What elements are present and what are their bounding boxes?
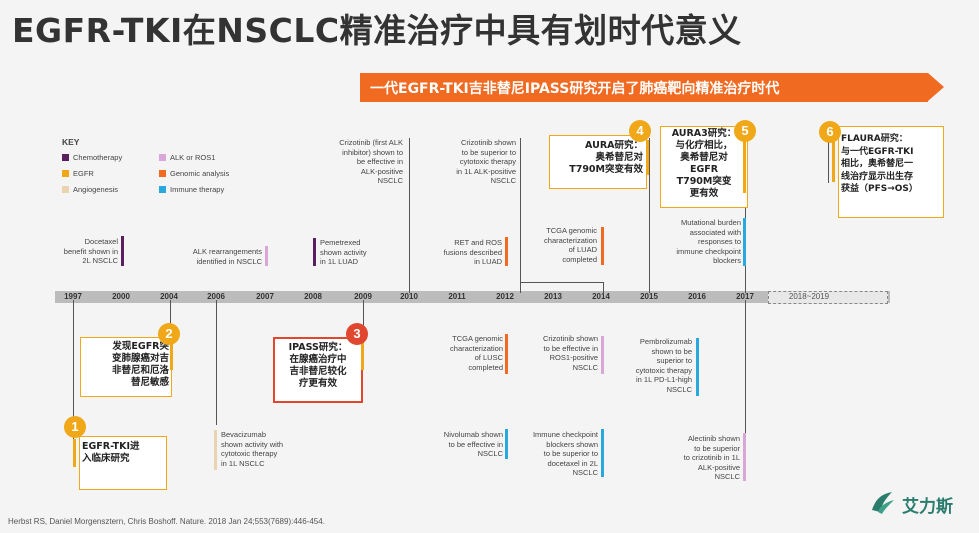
connector-2012 [520,138,521,293]
year-label: 2015 [640,292,658,301]
marker-callout-3 [361,340,364,370]
connector-2017-down [745,300,746,435]
page-title: EGFR-TKI在NSCLC精准治疗中具有划时代意义 [12,11,742,50]
marker-tcga-luad [601,227,604,265]
connector-2010 [409,138,410,293]
legend-title: KEY [62,137,80,147]
marker-callout-6 [832,138,835,182]
ipass-banner: 一代EGFR-TKI吉非替尼IPASS研究开启了肺癌靶向精准治疗时代 [360,73,944,102]
callout-4-badge: 4 [629,120,651,142]
year-label: 2014 [592,292,610,301]
future-range [768,291,888,304]
legend-item-genomic: Genomic analysis [159,169,229,178]
event-alk-rearrangements: ALK rearrangements identified in NSCLC [192,247,262,266]
year-label: 2009 [354,292,372,301]
event-crizotinib-ros1: Crizotinib shown to be effective in ROS1… [542,334,598,372]
marker-callout-2 [170,340,173,370]
citation: Herbst RS, Daniel Morgensztern, Chris Bo… [8,517,325,526]
aileisi-logo-icon [872,492,894,514]
callout-5-badge: 5 [734,120,756,142]
marker-bevacizumab [214,430,217,470]
event-immune-checkpoint: Immune checkpoint blockers shown to be s… [532,430,598,477]
callout-6-text: FLAURA研究： 与一代EGFR-TKI 相比，奥希替尼一 线治疗显示出生存 … [838,126,944,218]
marker-alk-rearrangements [265,246,268,266]
callout-3-text: IPASS研究： 在腺癌治疗中 吉非替尼较化 疗更有效 [273,337,363,403]
connector-2004 [170,300,171,342]
year-label: 2000 [112,292,130,301]
year-label: 2006 [207,292,225,301]
year-label: 2013 [544,292,562,301]
banner-text: 一代EGFR-TKI吉非替尼IPASS研究开启了肺癌靶向精准治疗时代 [370,81,780,97]
year-label: 2010 [400,292,418,301]
year-label: 1997 [64,292,82,301]
timeline-axis [55,291,890,303]
banner-arrow-icon [928,73,944,101]
marker-ret-ros [505,237,508,266]
event-docetaxel: Docetaxel benefit shown in 2L NSCLC [63,237,118,265]
event-tcga-luad: TCGA genomic characterization of LUAD co… [544,226,597,264]
marker-pembrolizumab [696,338,699,396]
year-label: 2016 [688,292,706,301]
year-label: 2017 [736,292,754,301]
callout-1-text: EGFR-TKI进 入临床研究 [79,436,167,490]
legend-item-alk-ros1: ALK or ROS1 [159,153,215,162]
year-label: 2004 [160,292,178,301]
marker-immune-checkpoint [601,429,604,477]
year-label: 2018~2019 [788,292,830,301]
event-pembrolizumab: Pembrolizumab shown to be superior to cy… [635,337,692,394]
callout-3-badge: 3 [346,323,368,345]
marker-alectinib [743,433,746,481]
legend-item-angiogenesis: Angiogenesis [62,185,118,194]
event-ret-ros: RET and ROS fusions described in LUAD [443,238,502,266]
year-label: 2012 [496,292,514,301]
event-pemetrexed: Pemetrexed shown activity in 1L LUAD [320,238,367,266]
marker-docetaxel [121,236,124,266]
marker-pemetrexed [313,238,316,266]
event-nivolumab: Nivolumab shown to be effective in NSCLC [443,430,503,458]
callout-5-text: AURA3研究： 与化疗相比， 奥希替尼对 EGFR T790M突变 更有效 [660,126,748,208]
callout-1-badge: 1 [64,416,86,438]
event-mutational-burden: Mutational burden associated with respon… [676,218,741,265]
event-tcga-lusc: TCGA genomic characterization of LUSC co… [450,334,503,372]
marker-callout-5 [743,138,746,193]
connector-2018 [828,138,829,183]
event-alectinib: Alectinib shown to be superior to crizot… [683,434,740,481]
marker-crizotinib-ros1 [601,336,604,374]
connector-1997 [73,300,74,455]
callout-2-badge: 2 [158,323,180,345]
connector-2006 [216,300,217,425]
marker-callout-1 [73,439,76,467]
legend-item-chemotherapy: Chemotherapy [62,153,122,162]
banner-bar [360,73,928,102]
connector-2009 [363,300,364,335]
connector-2014 [603,282,604,294]
callout-4-text: AURA研究： 奥希替尼对 T790M突变有效 [549,135,647,189]
marker-tcga-lusc [505,334,508,374]
year-label: 2007 [256,292,274,301]
connector-2017-up [745,138,746,293]
marker-nivolumab [505,429,508,459]
marker-callout-4 [646,140,649,175]
year-label: 2011 [448,292,466,301]
logo-text: 艾力斯 [902,497,953,517]
legend: KEY [62,137,79,150]
connector-2012-h [520,282,603,283]
callout-2-text: 发现EGFR突 变肺腺癌对吉 非替尼和厄洛 替尼敏感 [80,337,172,397]
event-bevacizumab: Bevacizumab shown activity with cytotoxi… [221,430,284,468]
connector-2015 [649,138,650,293]
year-label: 2008 [304,292,322,301]
callout-6-badge: 6 [819,121,841,143]
legend-item-immune: Immune therapy [159,185,224,194]
legend-item-egfr: EGFR [62,169,94,178]
event-crizotinib-alk: Crizotinib (first ALK inhibitor) shown t… [339,138,403,185]
event-crizotinib-superior: Crizotinib shown to be superior to cytot… [456,138,516,185]
marker-mutational-burden [743,218,746,266]
